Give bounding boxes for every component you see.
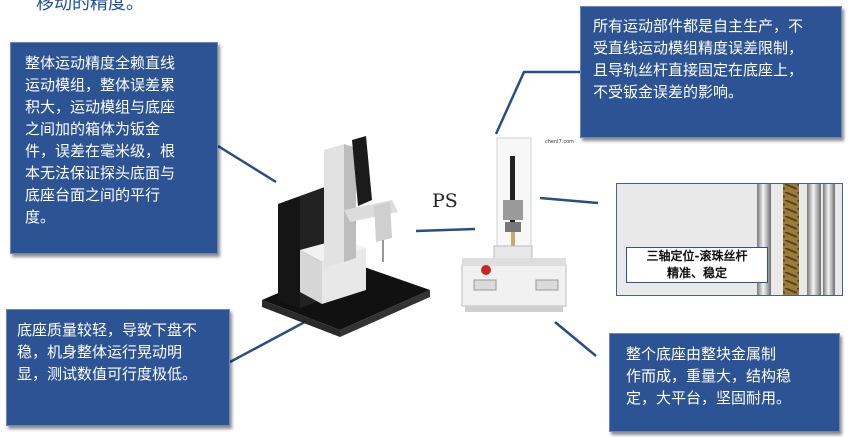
- callout-line: 整体运动精度全赖直线: [25, 54, 176, 72]
- inset-caption-line: 三轴定位-滚珠丝杆: [646, 249, 748, 263]
- callout-line: 稳，机身整体运行晃动明: [17, 343, 183, 361]
- callout-line: 底座质量较轻，导致下盘不: [17, 321, 198, 339]
- callout-line: 且导轨丝杆直接固定在底座上，: [593, 61, 804, 79]
- top-title-fragment: 移动的精度。: [36, 0, 144, 14]
- callout-line: 作而成，重量大，结构稳: [626, 367, 792, 385]
- connector-inset: [539, 196, 599, 205]
- connector-bottom-right: [554, 321, 597, 357]
- competitor-machine-illustration: [262, 136, 430, 337]
- connector-top-right: [494, 70, 580, 135]
- callout-competitor-base: 底座质量较轻，导致下盘不 稳，机身整体运行晃动明 显，测试数值可行度极低。: [6, 309, 230, 426]
- callout-product-motion-parts: 所有运动部件都是自主生产，不 受直线运动模组精度误差限制， 且导轨丝杆直接固定在…: [580, 6, 842, 138]
- callout-line: 所有运动部件都是自主生产，不: [593, 17, 804, 35]
- inset-caption: 三轴定位-滚珠丝杆 精准、稳定: [626, 247, 768, 283]
- callout-line: 本无法保证探头底面与: [25, 164, 176, 182]
- callout-competitor-precision: 整体运动精度全赖直线 运动模组，整体误差累 积大，运动模组与底座 之间加的箱体为…: [10, 42, 218, 254]
- callout-line: 不受钣金误差的影响。: [593, 83, 744, 101]
- connector-left: [217, 144, 277, 184]
- callout-line: 定，大平台，坚固耐用。: [626, 389, 792, 407]
- callout-line: 运动模组，整体误差累: [25, 76, 176, 94]
- callout-line: 件，误差在毫米级，根: [25, 142, 176, 160]
- callout-line: 积大，运动模组与底座: [25, 98, 176, 116]
- product-small-label: chenl7.com: [545, 139, 574, 145]
- inset-caption-line: 精准、稳定: [666, 266, 727, 280]
- connector-ps: [415, 227, 476, 233]
- callout-line: 之间加的箱体为钣金: [25, 120, 161, 138]
- callout-line: 底座台面之间的平行: [25, 186, 161, 204]
- callout-line: 度。: [25, 208, 56, 226]
- comparison-label: PS: [432, 190, 458, 212]
- callout-line: 整个底座由整块金属制: [626, 345, 777, 363]
- callout-product-base: 整个底座由整块金属制 作而成，重量大，结构稳 定，大平台，坚固耐用。: [609, 333, 840, 432]
- callout-line: 显，测试数值可行度极低。: [17, 365, 198, 383]
- ball-screw-inset-photo: 三轴定位-滚珠丝杆 精准、稳定: [616, 183, 843, 296]
- callout-line: 受直线运动模组精度误差限制，: [593, 39, 804, 57]
- connector-bottom-left: [229, 314, 317, 364]
- product-machine-illustration: [461, 137, 567, 312]
